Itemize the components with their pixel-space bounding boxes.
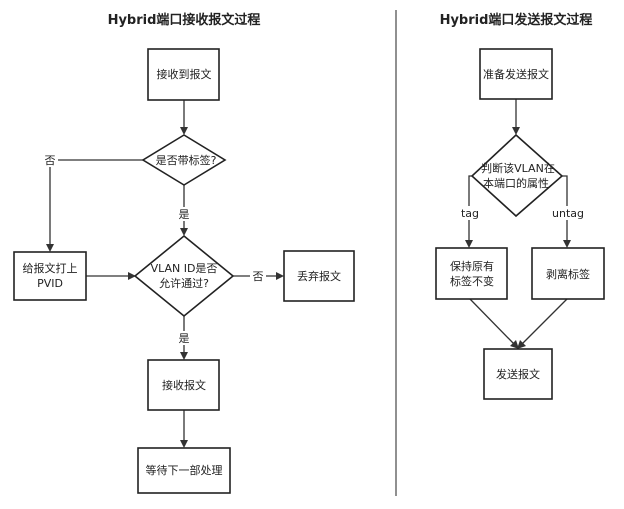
arrow-head [510, 340, 519, 349]
node-wait-next-label: 等待下一部处理 [146, 463, 223, 477]
arrow-head [180, 352, 188, 360]
arrow-head [465, 240, 473, 248]
node-add-pvid-line1: 给报文打上 [23, 261, 78, 275]
decision-check-attr-line2: 本端口的属性 [483, 176, 549, 190]
receive-edges [46, 100, 284, 448]
decision-vlan-allowed-line1: VLAN ID是否 [151, 262, 218, 275]
node-keep-tag-line2: 标签不变 [450, 274, 494, 288]
decision-check-attr-line1: 判断该VLAN在 [481, 161, 555, 175]
arrow-head [180, 127, 188, 135]
decision-has-tag [141, 134, 227, 186]
edge-label-no-tag: 否 [45, 154, 56, 167]
node-keep-tag [435, 247, 508, 300]
arrow-head [180, 228, 188, 236]
node-add-pvid [13, 251, 87, 301]
edge-label-bg [550, 206, 586, 220]
decision-check-attr [470, 133, 564, 218]
node-drop-label: 丢弃报文 [297, 269, 341, 283]
decision-vlan-allowed [133, 234, 235, 318]
arrow-head [512, 127, 520, 135]
edge-label-bg [42, 153, 58, 167]
arrow-head [517, 340, 526, 349]
receive-title: Hybrid端口接收报文过程 [108, 12, 261, 28]
node-accept [147, 359, 220, 411]
edge-label-untag: untag [552, 207, 584, 220]
node-strip-tag [531, 247, 605, 300]
arrow-head [46, 244, 54, 252]
edge-strip-to-send [521, 298, 568, 345]
node-prepare-send [479, 48, 553, 100]
decision-has-tag-label: 是否带标签? [156, 153, 217, 167]
node-strip-tag-label: 剥离标签 [546, 267, 590, 281]
edge-no-tag [49, 159, 143, 244]
edge-label-bg [250, 269, 266, 283]
decision-vlan-allowed-line2: 允许通过? [159, 276, 209, 290]
node-accept-label: 接收报文 [162, 378, 206, 392]
edge-keep-to-send [469, 298, 515, 345]
arrow-head [180, 440, 188, 448]
edge-label-bg [458, 206, 482, 220]
node-receive-start [147, 48, 220, 101]
node-send-label: 发送报文 [496, 367, 540, 381]
edge-label-not-allowed: 否 [253, 270, 264, 283]
edge-label-allowed: 是 [179, 332, 190, 345]
node-prepare-send-label: 准备发送报文 [483, 67, 549, 81]
edge-label-bg [176, 331, 192, 345]
arrow-head [276, 272, 284, 280]
edge-label-tag: tag [461, 207, 479, 220]
node-send [483, 348, 553, 400]
node-keep-tag-line1: 保持原有 [450, 259, 494, 273]
node-add-pvid-line2: PVID [37, 277, 63, 290]
node-receive-start-label: 接收到报文 [157, 67, 212, 81]
edge-label-bg [176, 207, 192, 221]
send-title: Hybrid端口发送报文过程 [440, 12, 593, 28]
arrow-head [563, 240, 571, 248]
arrow-head [128, 272, 136, 280]
edge-label-yes-tag: 是 [179, 208, 190, 221]
node-drop [283, 250, 355, 302]
node-wait-next [137, 447, 231, 494]
